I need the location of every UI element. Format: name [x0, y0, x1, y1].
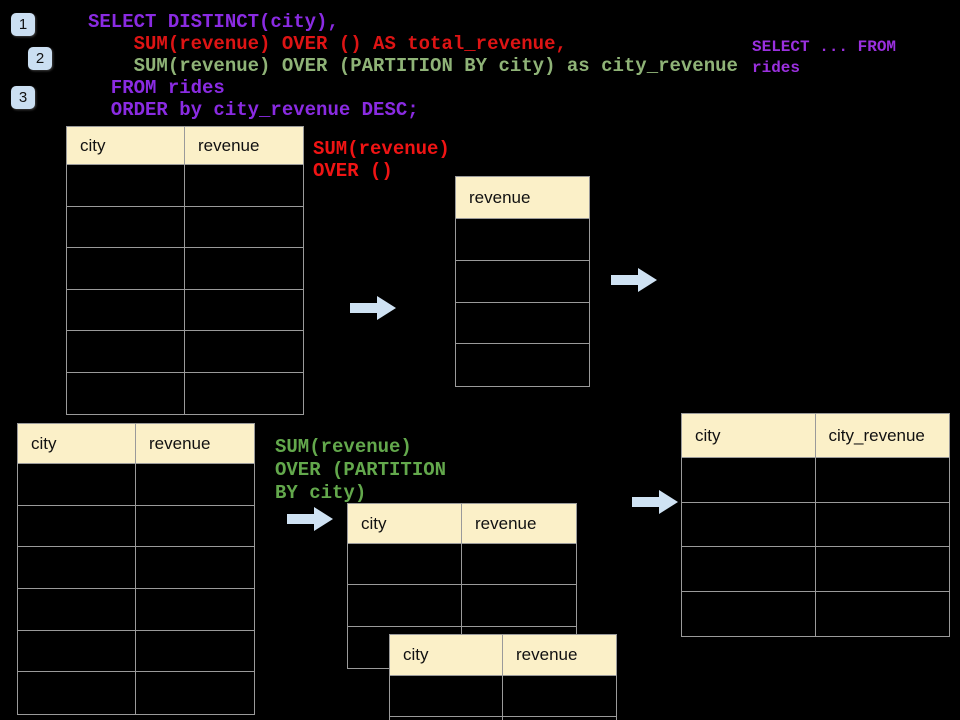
body-cell	[185, 248, 303, 290]
body-cell	[136, 547, 254, 590]
body-cell	[185, 331, 303, 373]
body-cell	[185, 207, 303, 248]
column-header: revenue	[185, 127, 303, 165]
body-cell	[456, 219, 589, 261]
body-cell	[18, 464, 136, 506]
body-cell	[462, 585, 576, 627]
body-cell	[456, 303, 589, 345]
body-cell	[682, 458, 816, 503]
body-cell	[18, 630, 136, 673]
body-cell	[18, 547, 136, 590]
body-cell	[136, 589, 254, 631]
step-badge-2: 2	[28, 47, 52, 70]
body-cell	[18, 505, 136, 548]
body-cell	[815, 458, 949, 503]
body-cell	[348, 585, 462, 627]
body-cell	[185, 165, 303, 207]
column-header: city	[348, 504, 462, 544]
step-badge-label: 3	[18, 89, 28, 106]
body-cell	[815, 547, 949, 592]
annotation-line: SUM(revenue)	[313, 138, 450, 160]
column-header: city	[67, 127, 185, 165]
body-cell	[67, 206, 185, 248]
table-total-revenue: revenue	[455, 176, 590, 388]
body-cell	[136, 672, 254, 714]
column-header: revenue	[136, 424, 254, 464]
body-cell	[503, 676, 616, 717]
body-cell	[348, 544, 462, 586]
annotation-line: OVER ()	[313, 160, 393, 182]
sql-code-line: SELECT DISTINCT(city),	[88, 11, 339, 33]
body-cell	[67, 331, 185, 373]
arrow-right-icon	[350, 296, 396, 320]
annotation-line: BY city)	[275, 482, 367, 504]
column-header: revenue	[503, 635, 616, 676]
body-cell	[456, 344, 589, 386]
body-cell	[682, 502, 816, 547]
body-cell	[682, 591, 816, 636]
body-cell	[136, 631, 254, 673]
sql-code-line: ORDER by city_revenue DESC;	[88, 99, 419, 121]
step-badge-label: 1	[18, 16, 28, 33]
sql-code-line: SUM(revenue) OVER (PARTITION BY city) as…	[88, 55, 738, 77]
column-header: city	[18, 424, 136, 464]
arrow-right-icon	[611, 268, 657, 292]
body-cell	[456, 261, 589, 303]
sql-code-block: SELECT DISTINCT(city), SUM(revenue) OVER…	[88, 11, 738, 121]
step-badge-label: 2	[35, 50, 45, 67]
body-cell	[18, 672, 136, 715]
body-cell	[816, 592, 950, 637]
column-header: city	[390, 635, 503, 676]
column-header: city_revenue	[815, 414, 949, 458]
step-badge-1: 1	[11, 13, 35, 36]
annotation-total-revenue: SUM(revenue) OVER ()	[313, 138, 450, 182]
body-cell	[682, 547, 816, 592]
column-header: city	[682, 414, 816, 458]
note-line: SELECT ... FROM	[752, 38, 897, 56]
annotation-line: OVER (PARTITION	[275, 459, 447, 481]
sql-code-line: SUM(revenue) OVER () AS total_revenue,	[88, 33, 567, 55]
body-cell	[67, 165, 185, 207]
body-cell	[390, 716, 503, 720]
body-cell	[67, 372, 185, 414]
arrow-right-icon	[287, 507, 333, 531]
body-cell	[136, 464, 254, 506]
body-cell	[185, 290, 303, 331]
body-cell	[462, 544, 576, 586]
body-cell	[67, 248, 185, 290]
note-line: rides	[752, 59, 801, 77]
body-cell	[67, 289, 185, 331]
body-cell	[503, 717, 616, 720]
body-cell	[390, 676, 503, 717]
sql-code-line: FROM rides	[88, 77, 225, 99]
column-header: revenue	[456, 177, 589, 219]
step-badge-3: 3	[11, 86, 35, 109]
sql-note-top-right: SELECT ... FROM rides	[752, 37, 896, 79]
arrow-right-icon	[632, 490, 678, 514]
body-cell	[185, 373, 303, 415]
body-cell	[815, 503, 949, 547]
column-header: revenue	[462, 504, 576, 544]
body-cell	[136, 506, 254, 548]
annotation-partition-by-city: SUM(revenue) OVER (PARTITION BY city)	[275, 436, 446, 505]
annotation-line: SUM(revenue)	[275, 436, 412, 458]
body-cell	[18, 589, 136, 631]
